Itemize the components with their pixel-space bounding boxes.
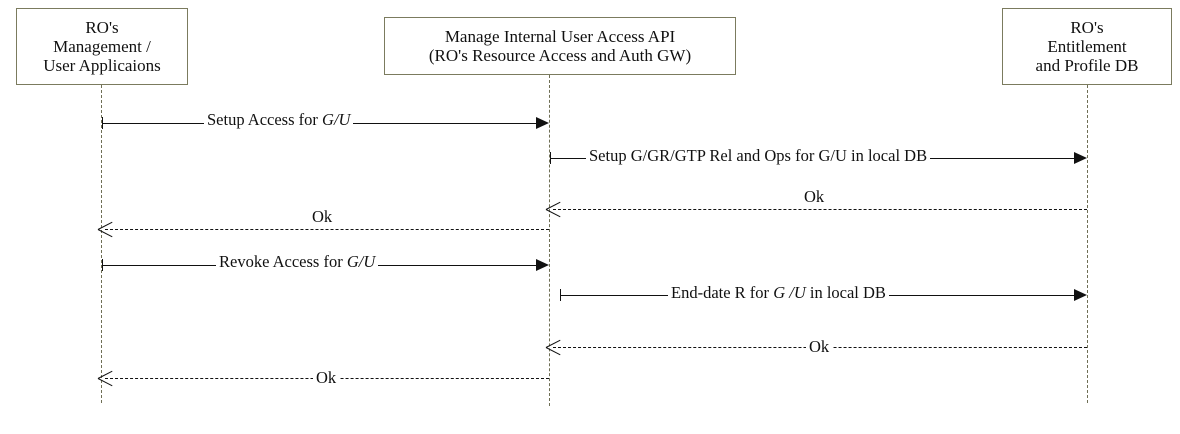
participant-label-line-2: Management / (53, 36, 151, 56)
label-part-text: Ok (804, 187, 825, 206)
participant-label-line-2: (RO's Resource Access and Auth GW) (428, 46, 692, 65)
participant-label-line-1: RO's (1070, 17, 1104, 37)
message-line-ok-db-to-api (553, 209, 1087, 210)
arrowhead-left-icon (546, 201, 561, 217)
label-part-text: Ok (312, 207, 333, 226)
participant-box-manage-internal-user-access-api[interactable]: Manage Internal User Access API (RO's Re… (384, 17, 736, 75)
participant-label-line-2: Entitlement (1047, 36, 1127, 56)
message-label-setup-g-gr-gtp-rel-and-ops: Setup G/GR/GTP Rel and Ops for G/U in lo… (586, 146, 931, 166)
participant-box-ro-management-user-applications[interactable]: RO's Management / User Applicaions (16, 8, 188, 85)
label-part-text: Ok (316, 368, 337, 387)
label-part-text: Setup G/GR/GTP Rel and Ops for G/U in lo… (589, 146, 928, 165)
arrowhead-left-icon (98, 370, 113, 386)
participant-label-line-1: Manage Internal User Access API (444, 26, 676, 46)
lifeline-manage-internal-user-access-api (549, 75, 550, 406)
lifeline-ro-management-user-applications (101, 85, 102, 403)
label-part-emphasis: G /U (773, 283, 806, 302)
arrowhead-right-icon (536, 259, 549, 271)
message-label-end-date-r: End-date R for G /U in local DB (668, 283, 889, 303)
message-label-ok-db-to-api: Ok (804, 187, 824, 207)
label-part-text: End-date R for (671, 283, 774, 302)
arrowhead-left-icon (546, 339, 561, 355)
participant-label-line-3: and Profile DB (1035, 56, 1139, 76)
label-part-text: Revoke Access for (219, 252, 347, 271)
participant-box-ro-entitlement-and-profile-db[interactable]: RO's Entitlement and Profile DB (1002, 8, 1172, 85)
lifeline-ro-entitlement-and-profile-db (1087, 85, 1088, 403)
message-label-ok-api-to-app-1: Ok (312, 207, 332, 227)
label-part-emphasis: G/U (346, 252, 376, 271)
participant-label-line-3: User Applicaions (43, 56, 161, 76)
participant-label-line-1: RO's (85, 17, 119, 37)
label-part-text: Setup Access for (207, 110, 323, 129)
message-line-ok-api-to-app-1 (105, 229, 549, 230)
arrowhead-left-icon (98, 221, 113, 237)
message-label-setup-access: Setup Access for G/U (204, 110, 354, 130)
label-part-text: Ok (809, 337, 830, 356)
arrowhead-right-icon (1074, 289, 1087, 301)
message-label-ok-db-to-api-2: Ok (806, 337, 833, 357)
label-part-text-2: in local DB (805, 283, 886, 302)
label-part-emphasis: G/U (322, 110, 351, 129)
arrowhead-right-icon (1074, 152, 1087, 164)
arrowhead-right-icon (536, 117, 549, 129)
message-label-ok-api-to-app-2: Ok (313, 368, 340, 388)
message-label-revoke-access: Revoke Access for G/U (216, 252, 379, 272)
